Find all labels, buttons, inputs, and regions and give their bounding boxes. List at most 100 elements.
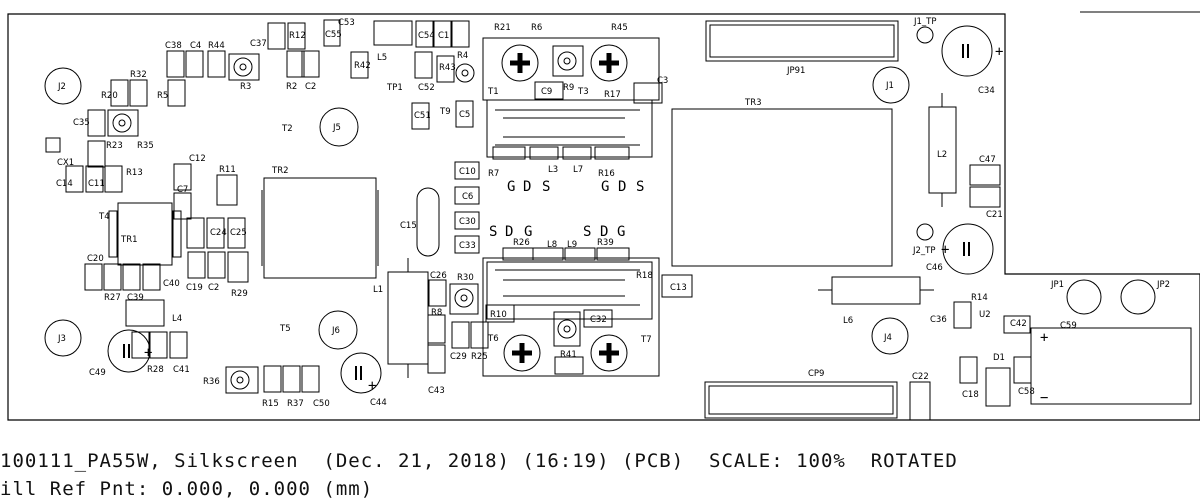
label-r42: R42 [354, 61, 371, 71]
label-c52: C52 [418, 83, 435, 93]
label-j3: J3 [57, 334, 66, 344]
label-r7: R7 [488, 169, 499, 179]
label-c38: C38 [165, 41, 182, 51]
label-c37: C37 [250, 39, 267, 49]
label-r27: R27 [104, 293, 121, 303]
label-l4: L4 [172, 314, 182, 324]
label-r43: R43 [439, 63, 456, 73]
label-r37: R37 [287, 399, 304, 409]
label-c46: C46 [926, 263, 943, 273]
polarity-minus: − [1040, 390, 1048, 406]
label-r30: R30 [457, 273, 474, 283]
pin-s4: S [583, 224, 591, 240]
label-c50: C50 [313, 399, 330, 409]
label-c34: C34 [978, 86, 995, 96]
label-r25: R25 [471, 352, 488, 362]
pin-s3: S [489, 224, 497, 240]
label-c21: C21 [986, 210, 1003, 220]
label-r8: R8 [431, 308, 442, 318]
label-c54: C54 [418, 31, 435, 41]
label-r26: R26 [513, 238, 530, 248]
board-outline [7, 13, 1200, 421]
label-c10: C10 [459, 167, 476, 177]
label-l3: L3 [548, 165, 558, 175]
label-c4: C4 [190, 41, 201, 51]
label-c18: C18 [962, 390, 979, 400]
label-r45: R45 [611, 23, 628, 33]
polarity-plus-5: + [368, 378, 376, 394]
label-c35: C35 [73, 118, 90, 128]
label-j4: J4 [883, 333, 892, 343]
label-t7: T7 [640, 335, 652, 345]
label-r14: R14 [971, 293, 988, 303]
label-r15: R15 [262, 399, 279, 409]
transformer-tr3 [671, 108, 893, 267]
pin-d3: D [505, 224, 513, 240]
label-c2: C2 [305, 82, 316, 92]
label-r4: R4 [457, 51, 468, 61]
label-jp1: JP1 [1050, 280, 1064, 290]
pin-d4: D [600, 224, 608, 240]
label-r16: R16 [598, 169, 615, 179]
label-c55: C55 [325, 30, 342, 40]
label-t5: T5 [279, 324, 291, 334]
label-c6: C6 [462, 192, 473, 202]
label-c33: C33 [459, 241, 476, 251]
label-l8: L8 [547, 240, 557, 250]
label-r6: R6 [531, 23, 542, 33]
label-c53: C53 [338, 18, 355, 28]
label-c36: C36 [930, 315, 947, 325]
label-c40: C40 [163, 279, 180, 289]
label-r39: R39 [597, 238, 614, 248]
label-c43: C43 [428, 386, 445, 396]
footer-line-2: ill Ref Pnt: 0.000, 0.000 (mm) [0, 478, 374, 500]
label-r5: R5 [157, 91, 168, 101]
label-tr1: TR1 [120, 235, 138, 245]
pin-g2: G [601, 179, 609, 195]
label-r18: R18 [636, 271, 653, 281]
label-c44: C44 [370, 398, 387, 408]
pin-g4: G [617, 224, 625, 240]
label-c30: C30 [459, 217, 476, 227]
transformer-tr2 [261, 177, 379, 279]
label-r12: R12 [289, 31, 306, 41]
label-tp1: TP1 [386, 83, 403, 93]
connectors [704, 20, 1192, 419]
label-r29: R29 [231, 289, 248, 299]
label-tr2: TR2 [271, 166, 289, 176]
mounting-holes [44, 26, 1156, 357]
label-c20: C20 [87, 254, 104, 264]
label-j1-tp: J1_TP [913, 17, 936, 27]
pcb-silkscreen: J2 J3 J5 J6 J1 J4 TR1 TR2 TR3 T1 T2 T3 T… [7, 11, 1200, 421]
label-l9: L9 [567, 240, 577, 250]
label-r44: R44 [208, 41, 225, 51]
label-t4: T4 [98, 212, 110, 222]
pin-g3: G [524, 224, 532, 240]
label-r17: R17 [604, 90, 621, 100]
label-c59: C59 [1060, 321, 1077, 331]
label-c5: C5 [459, 110, 470, 120]
label-r41: R41 [560, 350, 577, 360]
label-c25: C25 [230, 228, 247, 238]
label-jp2: JP2 [1156, 280, 1170, 290]
electrolytic-caps [107, 25, 994, 394]
label-c41: C41 [173, 365, 190, 375]
polarity-plus-2: + [941, 242, 949, 258]
label-c29: C29 [450, 352, 467, 362]
label-r9: R9 [563, 83, 574, 93]
label-t2: T2 [281, 124, 293, 134]
label-r2: R2 [286, 82, 297, 92]
label-r11: R11 [219, 165, 236, 175]
label-c24: C24 [210, 228, 227, 238]
pin-s1: S [542, 179, 550, 195]
label-l2: L2 [937, 150, 947, 160]
label-r36: R36 [203, 377, 220, 387]
label-cx1: CX1 [57, 158, 74, 168]
footer-line-1: 100111_PA55W, Silkscreen (Dec. 21, 2018)… [0, 450, 958, 472]
label-r13: R13 [126, 168, 143, 178]
trimmers [107, 45, 584, 394]
label-r20: R20 [101, 91, 118, 101]
label-c12: C12 [189, 154, 206, 164]
label-j1: J1 [885, 81, 894, 91]
label-r21: R21 [494, 23, 511, 33]
